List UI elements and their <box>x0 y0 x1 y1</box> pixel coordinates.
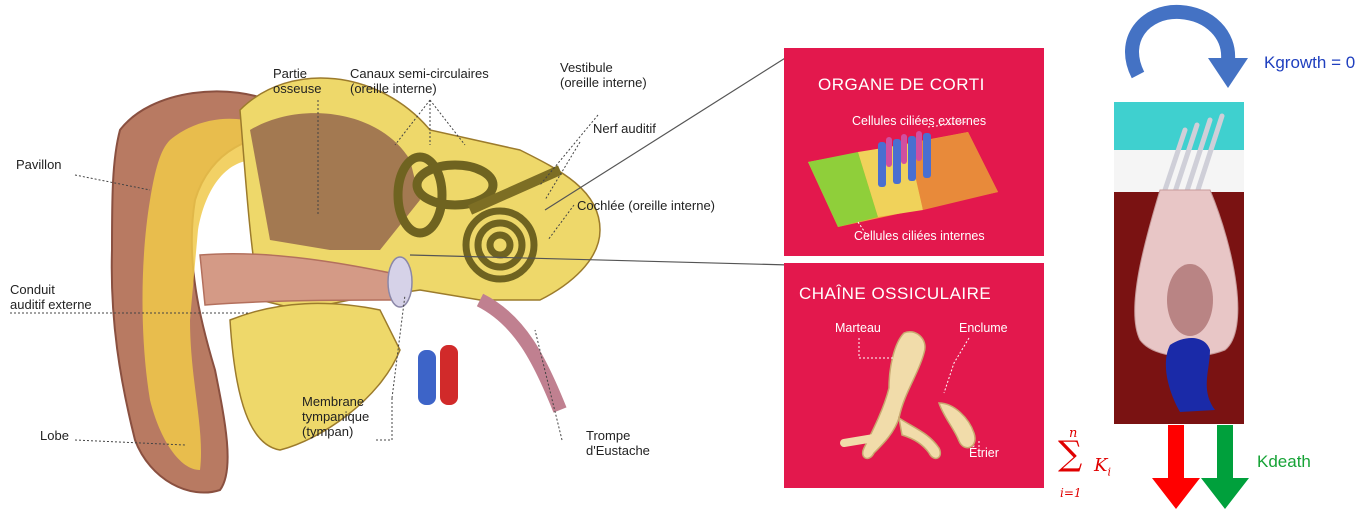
panel-chaine-ossiculaire: CHAÎNE OSSICULAIRE Marteau Enclume Étrie… <box>784 263 1044 488</box>
green-arrow-shaft <box>1217 425 1233 480</box>
label-kgrowth: Kgrowth = 0 <box>1264 53 1355 73</box>
tympanic-membrane <box>388 257 412 307</box>
cell-nucleus <box>1167 264 1213 336</box>
label-cellules-externes: Cellules ciliées externes <box>852 114 986 128</box>
hair-cell-diagram <box>1100 0 1371 509</box>
label-vestibule: Vestibule (oreille interne) <box>560 60 647 90</box>
label-conduit: Conduit auditif externe <box>10 282 92 312</box>
label-kdeath: Kdeath <box>1257 452 1311 472</box>
blood-vessel-red <box>440 345 458 405</box>
label-marteau: Marteau <box>835 321 881 335</box>
label-lobe: Lobe <box>40 428 69 443</box>
label-trompe: Trompe d'Eustache <box>586 428 650 458</box>
label-cellules-internes: Cellules ciliées internes <box>854 229 985 243</box>
panel-organe-de-corti: ORGANE DE CORTI Cellules ciliées externe… <box>784 48 1044 256</box>
label-membrane: Membrane tympanique (tympan) <box>302 394 369 439</box>
label-cochlee: Cochlée (oreille interne) <box>577 198 715 213</box>
label-partie-osseuse: Partie osseuse <box>273 66 321 96</box>
sum-term: Ki <box>1094 455 1111 479</box>
sum-symbol: ∑ <box>1058 434 1082 474</box>
blood-vessel-blue <box>418 350 436 405</box>
label-enclume: Enclume <box>959 321 1008 335</box>
label-pavillon: Pavillon <box>16 157 62 172</box>
red-arrow-shaft <box>1168 425 1184 480</box>
kgrowth-arrowhead <box>1208 58 1248 88</box>
label-nerf: Nerf auditif <box>593 121 656 136</box>
panel-chaine-title: CHAÎNE OSSICULAIRE <box>799 284 991 304</box>
panel-corti-title: ORGANE DE CORTI <box>818 75 985 95</box>
label-canaux: Canaux semi-circulaires (oreille interne… <box>350 66 489 96</box>
corti-illustration <box>798 112 1030 242</box>
green-arrow-head <box>1201 478 1249 509</box>
label-etrier: Étrier <box>969 446 999 460</box>
sum-lower-limit: i=1 <box>1060 486 1082 500</box>
sum-term-k: K <box>1094 455 1107 476</box>
eustachian-tube <box>480 300 560 410</box>
red-arrow-head <box>1152 478 1200 509</box>
sum-term-sub: i <box>1107 466 1111 479</box>
